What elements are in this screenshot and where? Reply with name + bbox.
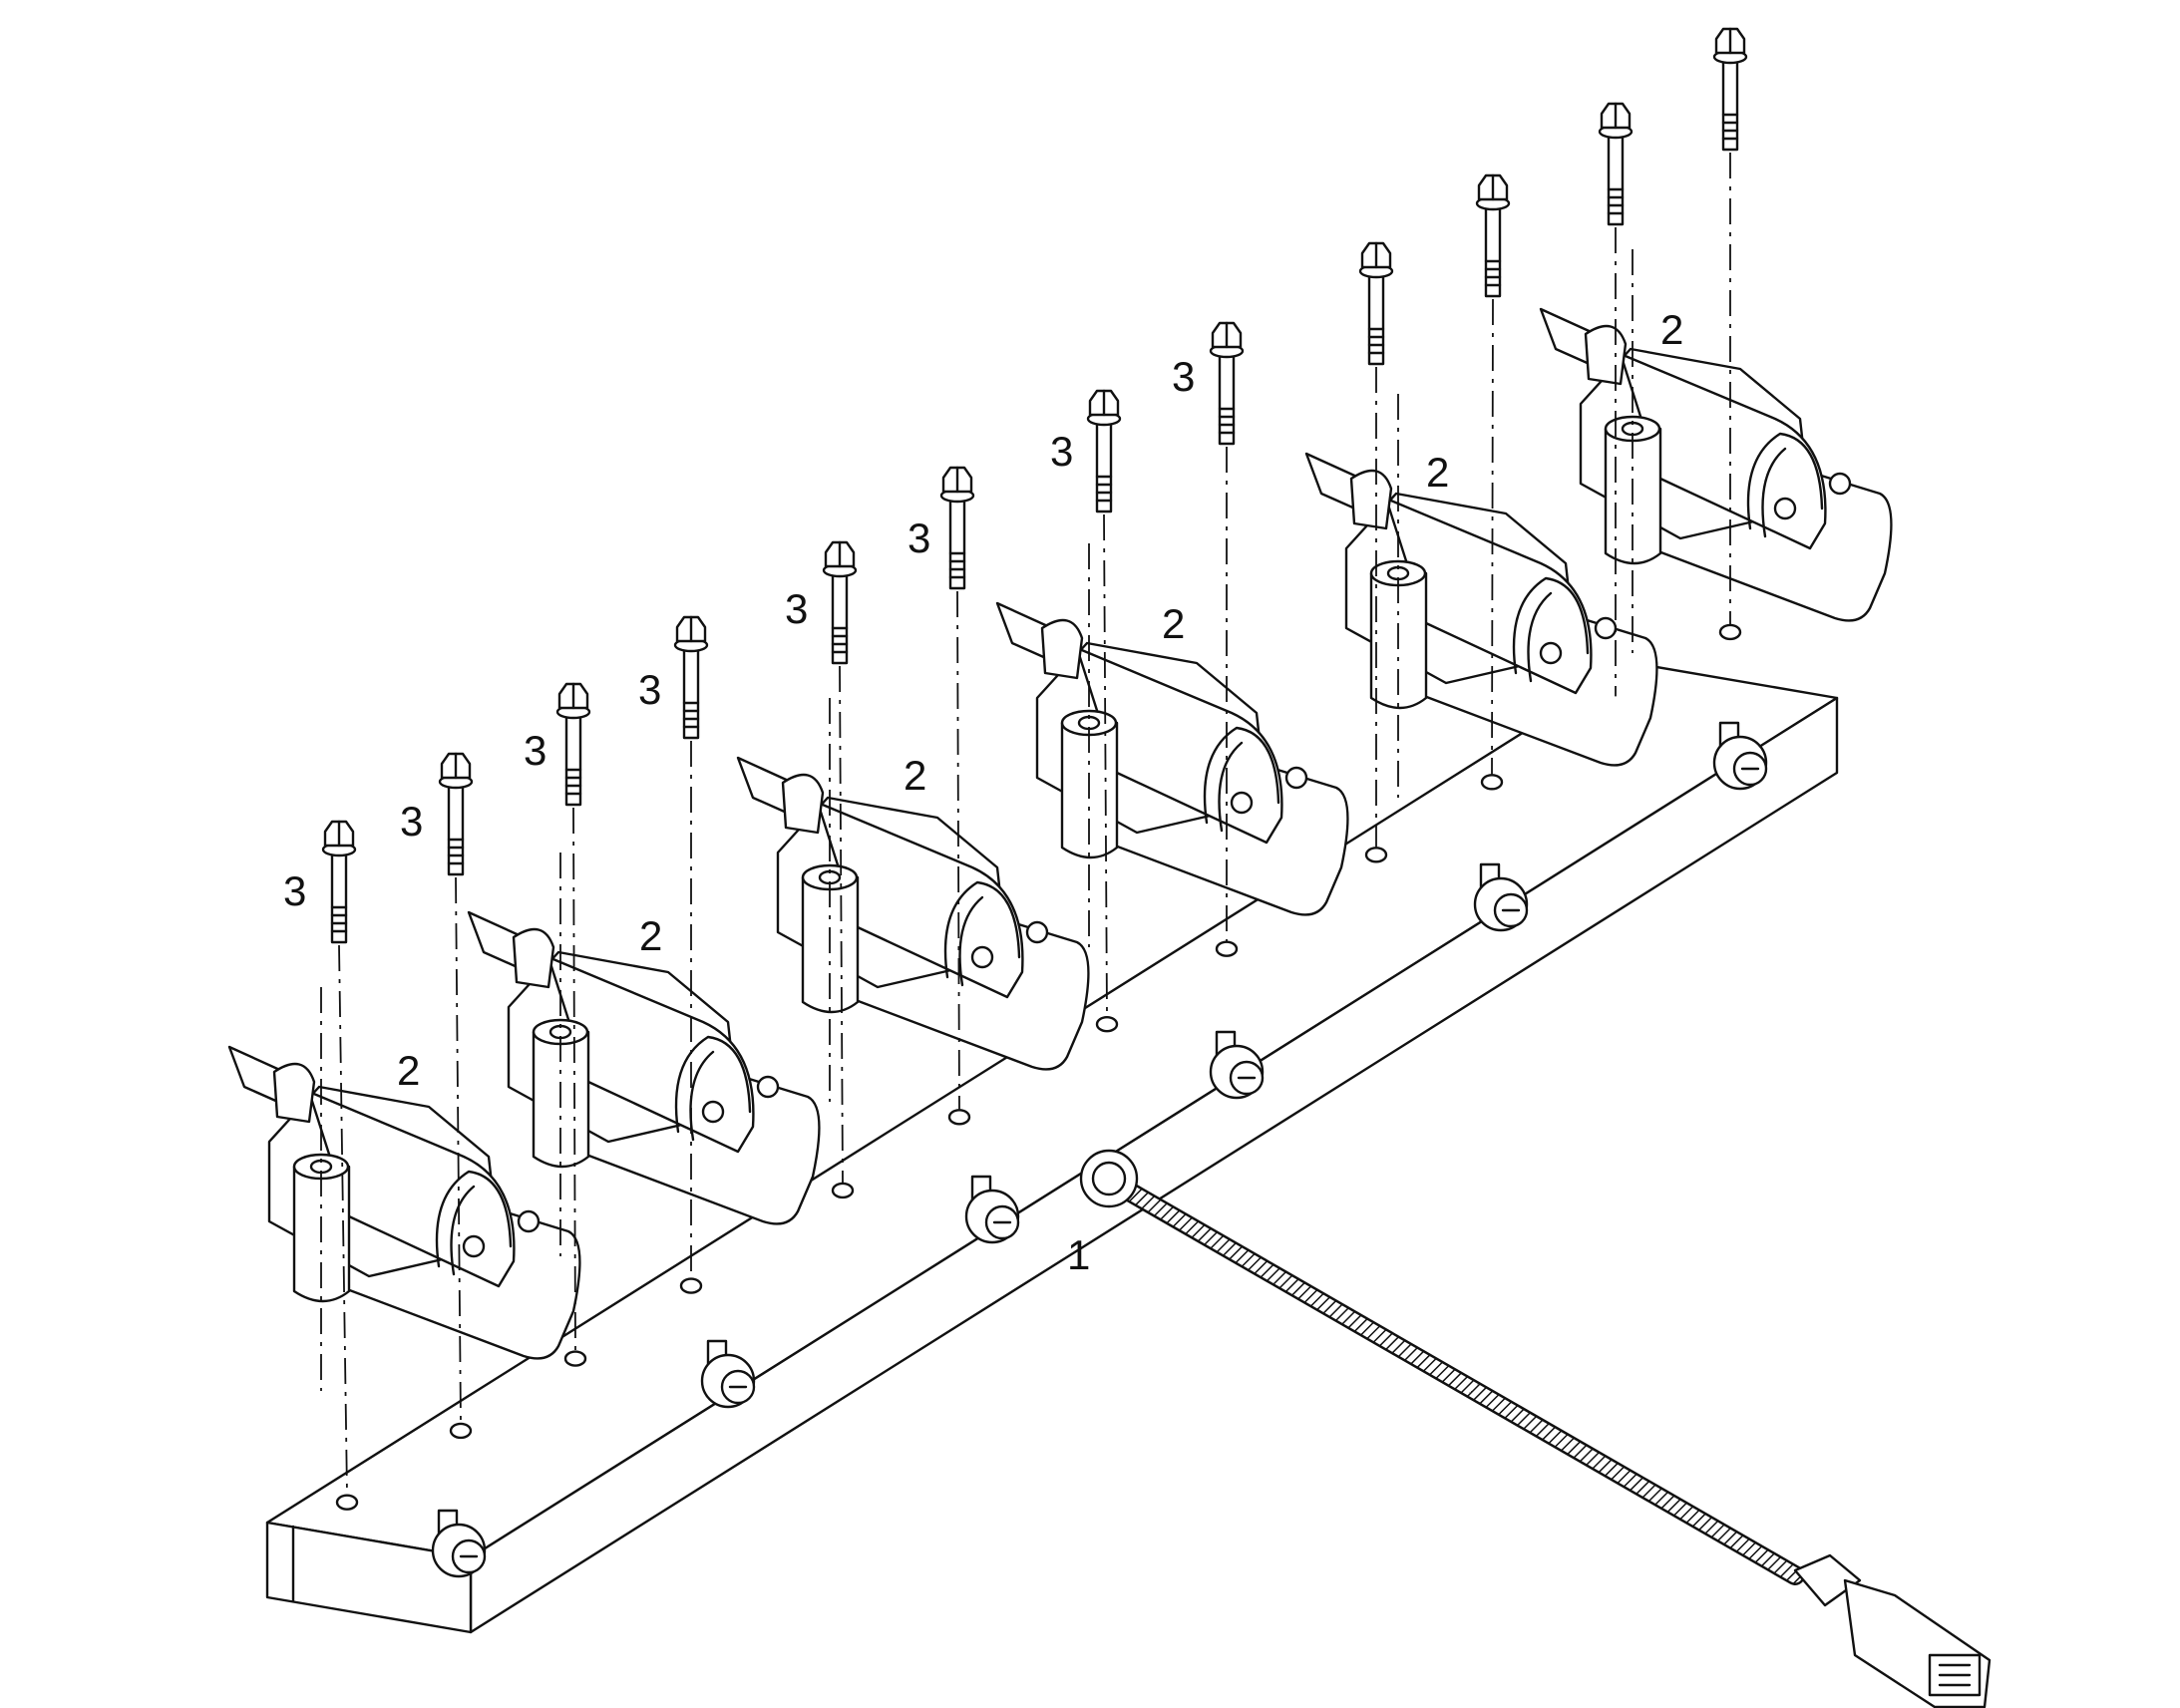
callout-bolt-5: 3 [785, 585, 808, 632]
mount-hole [1718, 623, 1742, 641]
mount-hole [1364, 847, 1388, 863]
mount-hole [831, 1182, 855, 1199]
sensor-connector [1473, 862, 1529, 932]
mount-hole [449, 1422, 473, 1440]
callout-bolt-8: 3 [1172, 353, 1195, 400]
harness-plug [1793, 1553, 1992, 1708]
ignition-coil [227, 987, 581, 1391]
sensor-connector [964, 1175, 1020, 1244]
callout-bolt-3: 3 [524, 727, 546, 774]
flange-bolt [555, 682, 591, 1351]
flange-bolt [822, 540, 858, 1183]
callout-harness: 1 [1067, 1231, 1090, 1278]
flange-bolt [1598, 102, 1634, 697]
sensor-connector [1209, 1030, 1265, 1100]
flange-bolt [1209, 321, 1245, 941]
ignition-coil [467, 853, 821, 1256]
mount-hole [335, 1494, 359, 1511]
mount-hole [1215, 940, 1239, 957]
flange-bolt [939, 466, 975, 1110]
callout-bolt-1: 3 [283, 867, 306, 914]
mount-hole [563, 1350, 587, 1367]
ignition-coil [1539, 249, 1893, 653]
callout-bolt-7: 3 [1050, 428, 1073, 475]
callout-coil-5: 2 [1426, 449, 1449, 496]
sensor-connector [700, 1339, 756, 1409]
sensor-connector [431, 1509, 487, 1578]
mount-hole [947, 1109, 971, 1126]
flange-bolt [673, 615, 709, 1278]
callout-coil-6: 2 [1660, 306, 1683, 353]
callout-coil-2: 2 [639, 912, 662, 959]
callout-coil-1: 2 [397, 1047, 420, 1094]
harness-cable [1079, 1149, 1805, 1585]
flange-bolt [438, 752, 474, 1423]
harness-rail [265, 661, 1839, 1634]
ignition-coil [736, 698, 1090, 1102]
rail-connectors [431, 721, 1768, 1578]
flange-bolt [1086, 389, 1122, 1017]
flange-bolt [1475, 173, 1511, 775]
callout-coil-3: 2 [904, 752, 926, 799]
mount-hole [679, 1277, 703, 1294]
mount-hole [1480, 774, 1504, 791]
mount-hole [1095, 1016, 1119, 1033]
flange-bolt [321, 820, 357, 1495]
flange-bolt [1358, 241, 1394, 848]
ignition-coil [1304, 394, 1658, 798]
callout-coil-4: 2 [1162, 600, 1185, 647]
sensor-connector [1712, 721, 1768, 791]
callout-bolt-2: 3 [400, 798, 423, 845]
callout-bolt-4: 3 [638, 666, 661, 713]
flange-bolt [1712, 27, 1748, 624]
callout-bolt-6: 3 [908, 514, 930, 561]
ignition-coil [995, 543, 1349, 947]
